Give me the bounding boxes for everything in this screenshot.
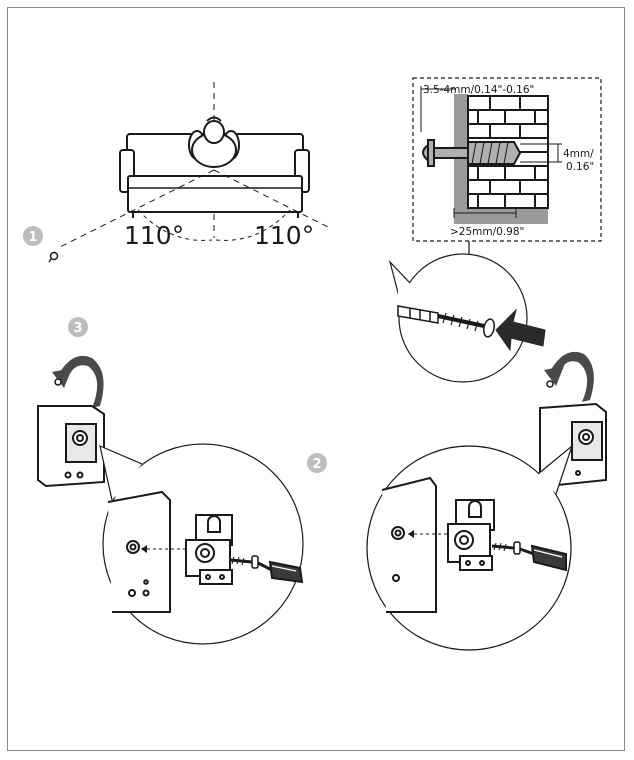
anchor-and-screw-icon xyxy=(397,305,495,338)
left-speaker-icon xyxy=(37,405,105,488)
right-mounting-bracket-icon xyxy=(447,499,495,571)
left-bracket-callout xyxy=(99,443,304,645)
left-screw-marker-icon xyxy=(48,251,59,263)
step-3-badge: 3 xyxy=(68,317,88,337)
wall-anchor-detail: 3.5-4mm/0.14"-0.16" 4mm/ 0.16" >25mm/0.9… xyxy=(412,77,602,300)
anchor-depth-in-label: 0.16" xyxy=(566,161,594,173)
speaker-rear-panel-icon xyxy=(107,490,171,613)
embed-depth-label: >25mm/0.98" xyxy=(450,226,524,238)
screwdriver-icon xyxy=(257,560,304,584)
step-1-number: 1 xyxy=(28,230,37,245)
bracket-screw-icon xyxy=(229,555,259,569)
left-speaker-direction-line xyxy=(57,169,215,249)
right-bracket-callout xyxy=(366,444,574,651)
listener-figure-icon xyxy=(188,116,240,168)
left-angle-arc xyxy=(137,209,213,241)
left-rotate-arrow-icon xyxy=(52,355,104,408)
wall-screw-cross-section xyxy=(422,139,522,167)
step-3-number: 3 xyxy=(73,321,82,336)
push-arrow-icon xyxy=(495,308,546,352)
anchor-depth-mm-label: 4mm/ xyxy=(563,148,594,160)
step-2-badge: 2 xyxy=(307,453,327,473)
right-screwdriver-icon xyxy=(519,544,567,572)
right-angle-label: 110° xyxy=(254,221,314,250)
step-1-badge: 1 xyxy=(23,226,43,246)
speaker-side-panel-icon xyxy=(381,476,437,613)
right-rotate-arrow-icon xyxy=(544,351,594,402)
page-frame xyxy=(7,7,625,751)
screw-diameter-label: 3.5-4mm/0.14"-0.16" xyxy=(423,84,534,96)
right-angle-arc xyxy=(215,209,291,241)
step-2-number: 2 xyxy=(312,457,321,472)
mounting-bracket-icon xyxy=(185,514,233,585)
right-bracket-screw-icon xyxy=(491,541,521,555)
screw-insertion-callout xyxy=(289,221,546,383)
left-angle-label: 110° xyxy=(124,221,184,250)
